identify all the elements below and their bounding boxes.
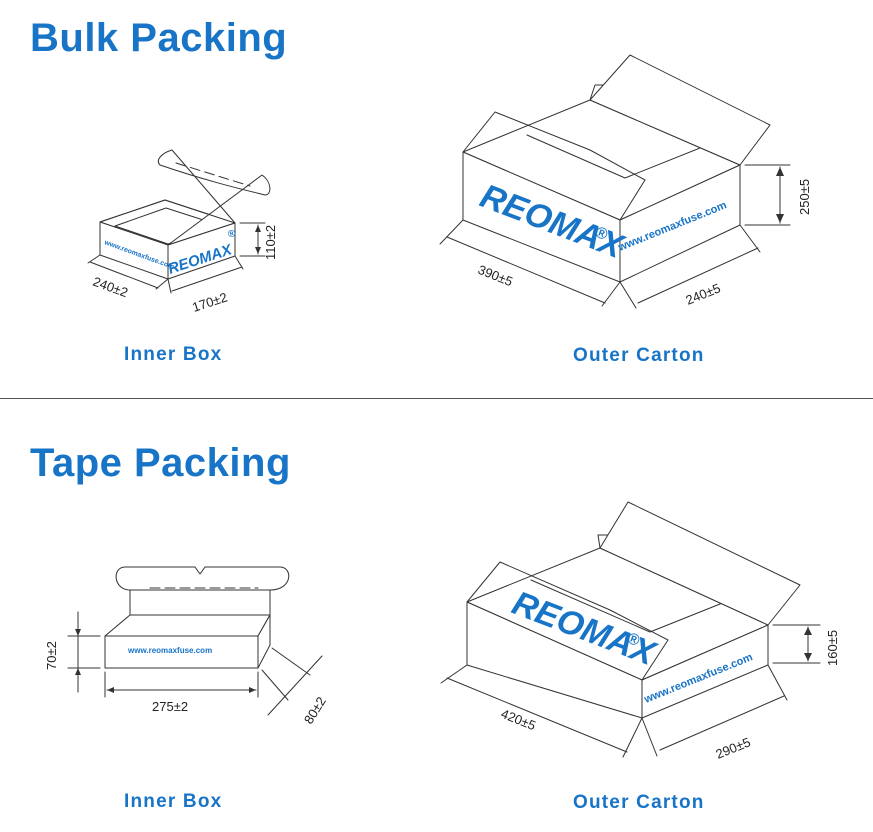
tape-inner-width-label: 80±2 — [301, 694, 329, 726]
tape-inner-box-url: www.reomaxfuse.com — [127, 646, 212, 655]
dimension-arrowheads — [75, 167, 812, 693]
bulk-outer-carton-drawing — [439, 54, 791, 309]
tape-inner-length-label: 275±2 — [152, 699, 188, 714]
tape-outer-carton-drawing — [440, 501, 821, 758]
tape-packing-title: Tape Packing — [30, 441, 291, 485]
bulk-inner-box-registered-mark: ® — [227, 228, 238, 241]
bulk-outer-carton-caption: Outer Carton — [573, 345, 705, 366]
bulk-outer-width-label: 240±5 — [684, 280, 723, 307]
tape-outer-carton-caption: Outer Carton — [573, 792, 705, 813]
tape-outer-length-label: 420±5 — [499, 706, 538, 733]
bulk-inner-box-drawing — [87, 149, 271, 294]
section-divider — [0, 398, 873, 399]
bulk-inner-length-label: 240±2 — [91, 274, 130, 300]
bulk-inner-width-label: 170±2 — [190, 289, 229, 314]
tape-outer-width-label: 290±5 — [714, 734, 753, 761]
tape-inner-box-caption: Inner Box — [124, 791, 223, 812]
bulk-packing-title: Bulk Packing — [30, 16, 288, 60]
tape-outer-height-label: 160±5 — [825, 630, 840, 666]
bulk-outer-height-label: 250±5 — [797, 179, 812, 215]
tape-inner-height-label: 70±2 — [44, 641, 59, 670]
tape-inner-box-drawing — [67, 566, 323, 716]
bulk-outer-length-label: 390±5 — [476, 262, 515, 289]
bulk-inner-box-caption: Inner Box — [124, 344, 223, 365]
bulk-inner-height-label: 110±2 — [263, 225, 278, 260]
